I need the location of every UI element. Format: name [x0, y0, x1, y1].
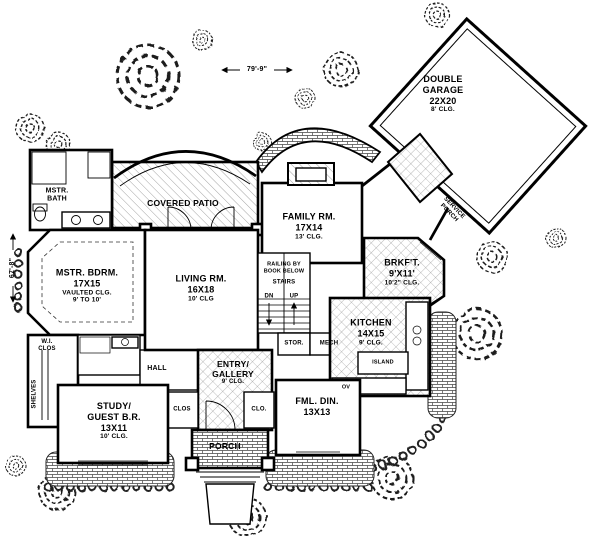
walkway — [205, 483, 255, 525]
room-garage — [368, 16, 588, 236]
sink — [412, 325, 422, 335]
window — [78, 460, 148, 466]
tree-icon — [115, 43, 181, 109]
tree-icon — [5, 455, 27, 477]
dimension-lines — [9, 66, 293, 303]
room-entry — [165, 348, 275, 432]
shower — [87, 151, 111, 179]
vanity — [111, 336, 139, 349]
ceiling-line — [41, 241, 134, 323]
room-study — [56, 383, 170, 466]
tree-icon — [323, 52, 359, 88]
counter — [405, 301, 429, 391]
island — [357, 351, 409, 375]
tub — [31, 151, 67, 185]
closet-right — [243, 391, 275, 429]
room-fml-din — [274, 378, 362, 457]
front-door — [205, 400, 236, 431]
room-mstr-bdrm — [26, 228, 147, 337]
tub — [79, 336, 111, 354]
tree-icon — [424, 2, 450, 28]
steps — [196, 471, 264, 483]
tree-icon — [545, 227, 567, 249]
tree-icon — [191, 29, 213, 51]
tree-icon — [15, 113, 45, 143]
stairs — [257, 252, 311, 334]
room-stor — [277, 332, 311, 356]
room-bath2 — [77, 334, 141, 376]
room-wi-clos — [26, 333, 80, 429]
room-living — [143, 206, 260, 352]
window — [296, 451, 340, 456]
curved-walk — [254, 127, 382, 174]
closet-left — [165, 391, 199, 429]
room-porch — [184, 428, 276, 525]
room-mstr-bath — [28, 148, 114, 232]
toilet — [34, 206, 46, 222]
tree-icon — [294, 87, 316, 109]
room-service-porch — [386, 132, 454, 204]
tree-icon — [476, 241, 508, 273]
room-family — [260, 162, 391, 265]
sink — [412, 336, 422, 346]
tree-icon — [450, 307, 504, 361]
room-covered-patio — [110, 150, 265, 237]
